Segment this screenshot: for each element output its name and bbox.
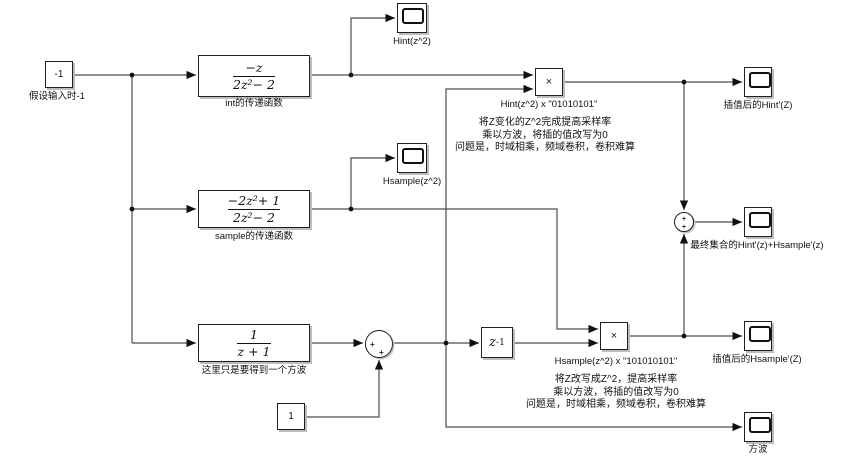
sum-block-square[interactable]: + + xyxy=(365,330,393,358)
annotation-upper: 将Z变化的Z^2完成提高采样率 乘以方波，将插的值改写为0 问题是，时域相乘，频… xyxy=(455,117,635,155)
scope-hint-label: Hint(z^2) xyxy=(393,36,431,47)
annotation-line: 问题是，时域相乘，频域卷积，卷积难算 xyxy=(455,142,635,153)
constant-value: -1 xyxy=(54,69,64,80)
transfer-fcn-square-fraction: 1 z + 1 xyxy=(237,327,271,359)
annotation-line: 乘以方波，将插的值改写为0 xyxy=(553,386,679,398)
wire-tfsample-to-scope[interactable] xyxy=(350,153,395,209)
numerator: −2z²+ 1 xyxy=(227,193,281,209)
scope-block-hint[interactable] xyxy=(397,3,427,33)
unit-delay-block[interactable]: z-1 xyxy=(481,327,513,358)
scope-final-sum-label: 最终集合的Hint'(z)+Hsample'(z) xyxy=(690,240,824,251)
wire-constone-to-sum[interactable] xyxy=(305,360,384,418)
fraction-bar xyxy=(227,208,281,210)
product-hint-label: Hint(z^2) x "01010101" xyxy=(500,99,598,110)
product-hsample-label: Hsample(z^2) x "101010101" xyxy=(554,356,678,367)
scope-block-hint-interp[interactable] xyxy=(744,67,772,97)
multiply-icon: × xyxy=(610,330,618,342)
junction-dot xyxy=(129,206,135,212)
plus-sign: + xyxy=(370,340,375,349)
junction-dot xyxy=(348,206,354,212)
constant-value: 1 xyxy=(288,411,294,422)
transfer-fcn-sample-fraction: −2z²+ 1 2z²− 2 xyxy=(227,193,281,225)
delay-exponent: -1 xyxy=(496,337,505,348)
plus-sign: + xyxy=(682,216,687,223)
plus-sign: + xyxy=(379,348,384,357)
transfer-fcn-int-block[interactable]: −z 2z²− 2 xyxy=(198,55,310,97)
junction-dot xyxy=(681,79,687,85)
scope-block-hsample[interactable] xyxy=(397,143,427,173)
junction-dot xyxy=(681,333,687,339)
annotation-line: 问题是，时域相乘，频域卷积，卷积难算 xyxy=(526,399,706,410)
plus-sign: + xyxy=(682,224,687,231)
scope-square-label: 方波 xyxy=(748,444,768,455)
junction-dot xyxy=(129,72,135,78)
product-block-hint[interactable]: × xyxy=(535,68,563,96)
annotation-line: 将Z改写成Z^2，提高采样率 xyxy=(554,374,678,385)
transfer-fcn-int-label: int的传递函数 xyxy=(225,98,283,109)
wire-tfsample-to-product[interactable] xyxy=(310,208,598,334)
transfer-fcn-square-block[interactable]: 1 z + 1 xyxy=(198,324,310,362)
numerator: −z xyxy=(245,60,263,76)
annotation-line: 乘以方波，将插的值改写为0 xyxy=(482,129,608,141)
denominator: 2z²− 2 xyxy=(233,76,275,92)
numerator: 1 xyxy=(250,327,258,343)
scope-screen-icon xyxy=(402,8,424,24)
scope-screen-icon xyxy=(749,326,771,342)
fraction-bar xyxy=(233,75,275,77)
junction-dot xyxy=(348,72,354,78)
transfer-fcn-sample-label: sample的传递函数 xyxy=(214,231,294,242)
scope-block-square[interactable] xyxy=(744,412,772,442)
transfer-fcn-sample-block[interactable]: −2z²+ 1 2z²− 2 xyxy=(198,190,310,228)
constant-neg1-label: 假设输入时-1 xyxy=(29,91,85,102)
scope-screen-icon xyxy=(749,212,771,228)
scope-hsample-interp-label: 插值后的Hsample'(Z) xyxy=(712,354,802,365)
scope-screen-icon xyxy=(749,417,771,433)
denominator: 2z²− 2 xyxy=(233,209,275,225)
multiply-icon: × xyxy=(545,76,553,88)
transfer-fcn-int-fraction: −z 2z²− 2 xyxy=(233,60,275,92)
wire-squarewave-to-scope-square[interactable] xyxy=(445,343,742,432)
scope-screen-icon xyxy=(402,148,424,164)
annotation-line: 将Z变化的Z^2完成提高采样率 xyxy=(478,117,612,128)
annotation-lower: 将Z改写成Z^2，提高采样率 乘以方波，将插的值改写为0 问题是，时域相乘，频域… xyxy=(526,374,706,412)
wire-tfint-to-scope[interactable] xyxy=(350,13,395,75)
scope-block-hsample-interp[interactable] xyxy=(744,321,772,351)
scope-screen-icon xyxy=(749,72,771,88)
product-block-hsample[interactable]: × xyxy=(600,322,628,350)
scope-hint-interp-label: 插值后的Hint'(Z) xyxy=(723,100,793,111)
junction-dot xyxy=(443,340,449,346)
constant-block-one[interactable]: 1 xyxy=(277,403,305,430)
denominator: z + 1 xyxy=(237,343,271,359)
delay-base: z xyxy=(489,335,497,350)
sum-block-final[interactable]: + + xyxy=(674,212,694,232)
fraction-bar xyxy=(237,342,271,344)
wire-squarewave-to-product-hint[interactable] xyxy=(445,84,533,343)
transfer-fcn-square-label: 这里只是要得到一个方波 xyxy=(201,365,307,376)
constant-block-neg1[interactable]: -1 xyxy=(45,61,73,88)
scope-block-final-sum[interactable] xyxy=(744,207,772,237)
scope-hsample-label: Hsample(z^2) xyxy=(382,176,442,187)
